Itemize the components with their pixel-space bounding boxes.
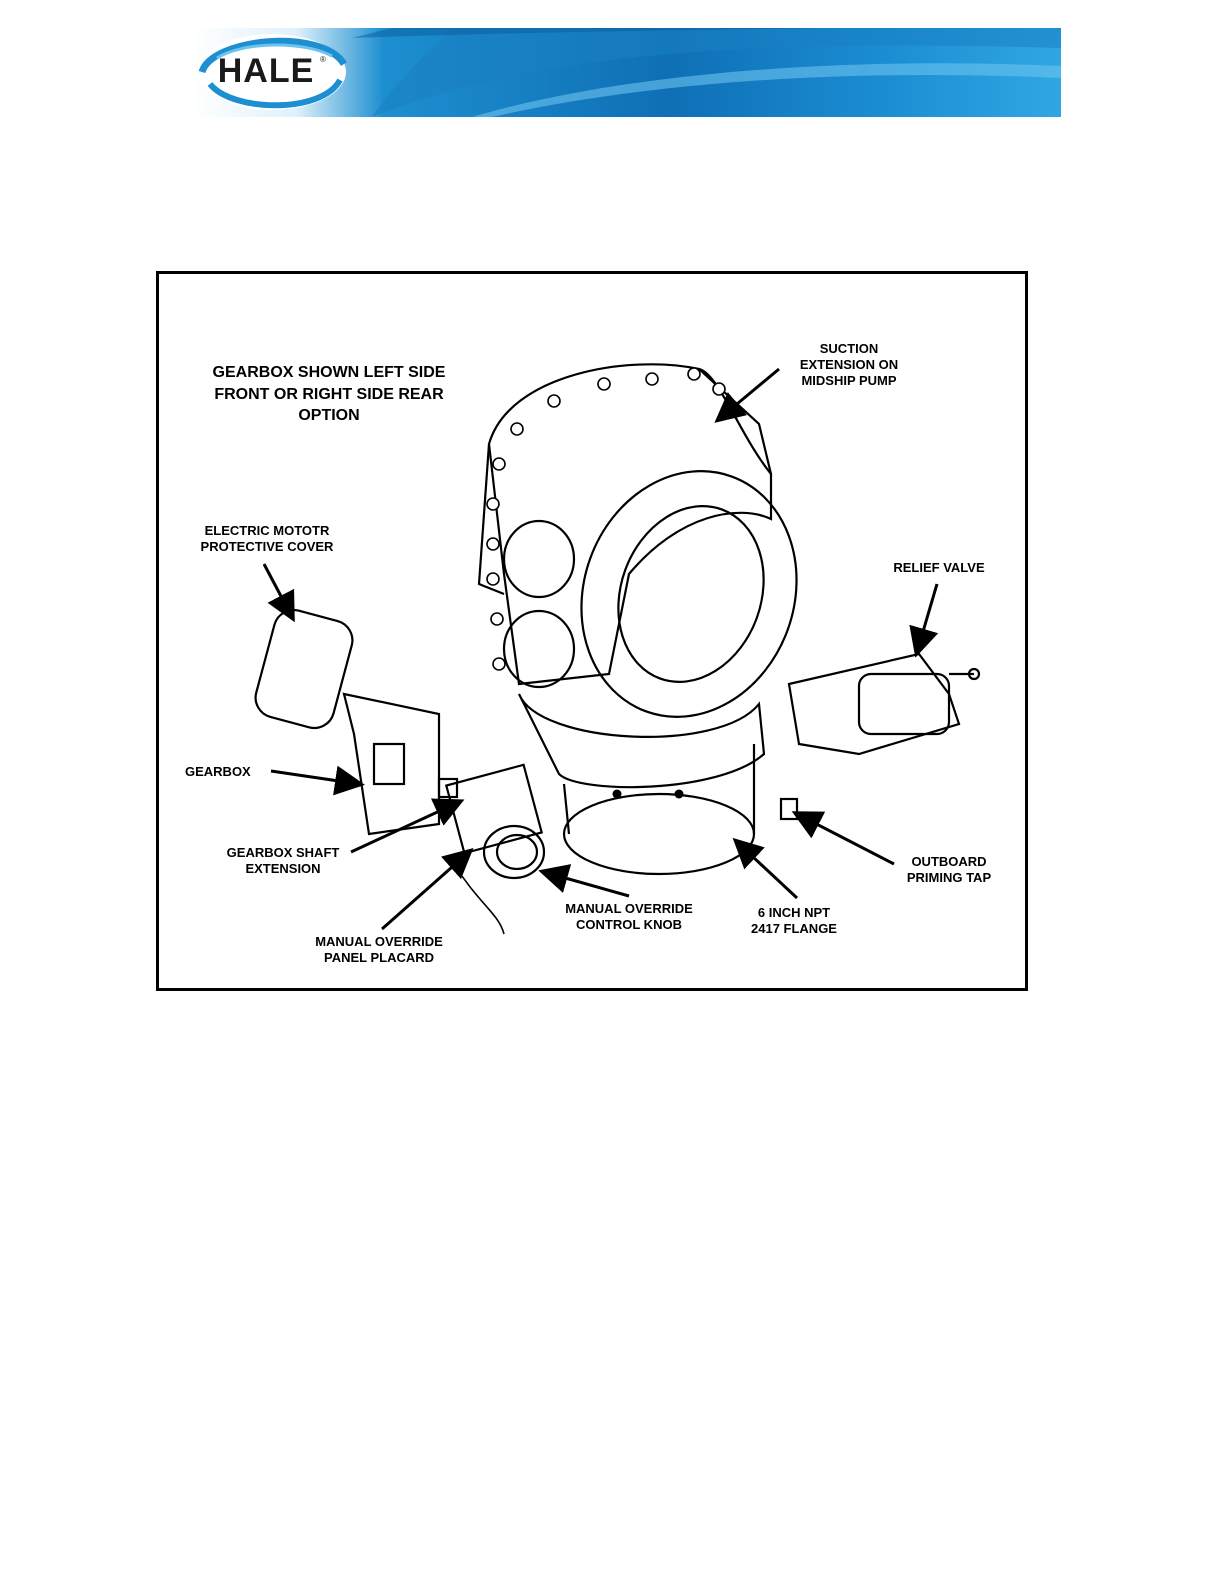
label-manual-override-control-knob: MANUAL OVERRIDE CONTROL KNOB (544, 901, 714, 933)
label-relief-valve: RELIEF VALVE (879, 560, 999, 576)
hale-logo-text: HALE (196, 52, 336, 91)
arrow-motor-cover (264, 564, 292, 617)
arrow-flange (737, 842, 797, 898)
label-suction-extension: SUCTION EXTENSION ON MIDSHIP PUMP (779, 341, 919, 389)
label-electric-motor-cover: ELECTRIC MOTOTR PROTECTIVE COVER (187, 523, 347, 555)
arrow-panel-placard (382, 852, 469, 929)
label-manual-override-panel-placard: MANUAL OVERRIDE PANEL PLACARD (294, 934, 464, 966)
caption-title: GEARBOX SHOWN LEFT SIDE FRONT OR RIGHT S… (199, 362, 459, 427)
label-gearbox: GEARBOX (185, 764, 255, 780)
registered-mark: ® (320, 55, 326, 64)
arrow-control-knob (544, 872, 629, 896)
label-flange: 6 INCH NPT 2417 FLANGE (734, 905, 854, 937)
arrow-gearbox (271, 771, 359, 784)
label-outboard-priming-tap: OUTBOARD PRIMING TAP (889, 854, 1009, 886)
arrow-relief-valve (917, 584, 937, 652)
figure-frame: GEARBOX SHOWN LEFT SIDE FRONT OR RIGHT S… (156, 271, 1028, 991)
label-gearbox-shaft-extension: GEARBOX SHAFT EXTENSION (209, 845, 357, 877)
arrow-priming-tap (797, 814, 894, 864)
arrow-suction-extension (719, 369, 779, 419)
